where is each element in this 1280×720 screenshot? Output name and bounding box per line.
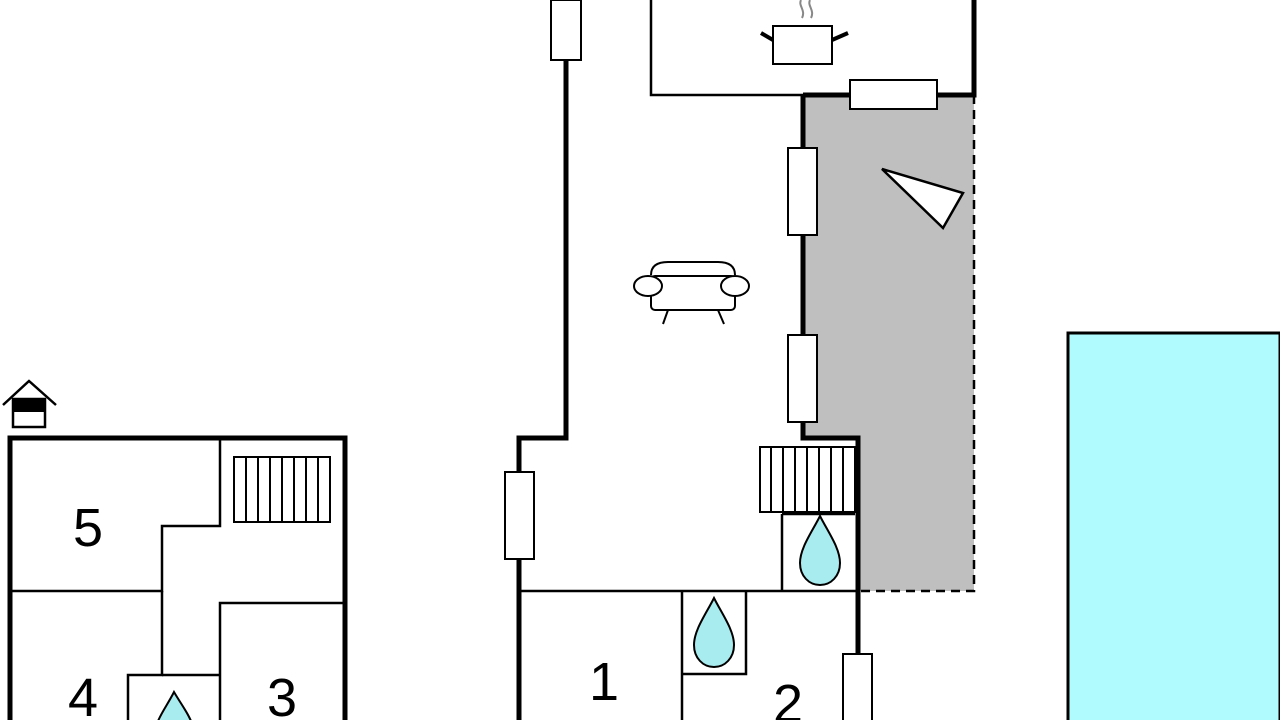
main-building-left-wall: [516, 60, 569, 720]
kitchen-walls: [649, 0, 803, 97]
sofa-icon: [633, 261, 750, 325]
wc-box-lower: [682, 591, 748, 676]
window: [849, 79, 938, 110]
room-number-4: 4: [68, 668, 98, 720]
kitchen-pot-icon: [759, 0, 849, 65]
water-drop-icon: [157, 689, 192, 720]
window: [787, 147, 818, 236]
room-5-wall: [10, 438, 222, 593]
window: [550, 0, 582, 61]
main-building-inner-wall: [800, 95, 861, 720]
window: [787, 334, 818, 423]
pool: [1066, 331, 1280, 720]
left-building-outer-wall: [7, 435, 348, 720]
stairs-icon: [759, 446, 856, 513]
window: [842, 653, 873, 720]
house-icon: [2, 379, 57, 429]
window: [504, 471, 535, 560]
room-3-wall: [218, 601, 345, 720]
room-number-1: 1: [589, 652, 619, 712]
water-drop-icon: [798, 513, 842, 587]
wc-box-upper: [780, 512, 855, 591]
terrace-dashed-border: [858, 95, 976, 593]
water-drop-icon: [692, 595, 736, 669]
room-4-wall: [126, 591, 164, 720]
room-number-2: 2: [773, 674, 803, 720]
stairs-icon: [233, 456, 331, 523]
room-number-3: 3: [267, 668, 297, 720]
terrace: [803, 95, 974, 591]
room-number-5: 5: [73, 498, 103, 558]
triangle-icon: [881, 167, 965, 231]
